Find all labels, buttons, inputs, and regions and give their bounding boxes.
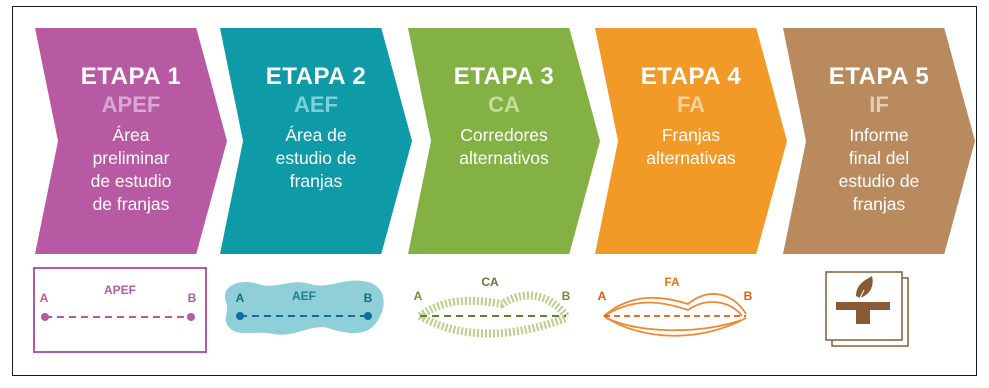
point-b-label: B bbox=[562, 289, 571, 303]
point-a-label: A bbox=[40, 291, 49, 305]
stage-3-code: CA bbox=[488, 92, 520, 117]
apef-rectangle-icon: APEF A B bbox=[32, 266, 208, 356]
point-b-label: B bbox=[744, 289, 753, 303]
stage-3-title: ETAPA 3 bbox=[453, 63, 555, 90]
apef-label: APEF bbox=[104, 283, 136, 297]
ca-label: CA bbox=[481, 275, 499, 289]
aef-label: AEF bbox=[292, 289, 316, 303]
aef-area-icon: AEF A B bbox=[218, 268, 390, 348]
point-b-label: B bbox=[364, 291, 373, 305]
stage-2-title: ETAPA 2 bbox=[265, 63, 367, 90]
point-a-label: A bbox=[598, 289, 607, 303]
stage-4-title: ETAPA 4 bbox=[640, 63, 742, 90]
stage-2-code: AEF bbox=[294, 92, 338, 117]
point-a-label: A bbox=[414, 289, 423, 303]
fa-label: FA bbox=[664, 275, 680, 289]
fa-strips-icon: FA A B bbox=[592, 268, 768, 348]
point-a-label: A bbox=[236, 291, 245, 305]
stage-4-code: FA bbox=[676, 92, 706, 117]
report-document-icon bbox=[820, 268, 916, 354]
ca-corridors-icon: CA A B bbox=[408, 268, 584, 348]
stage-5-title: ETAPA 5 bbox=[828, 63, 930, 90]
stage-1-title: ETAPA 1 bbox=[80, 63, 182, 90]
stage-5-code: IF bbox=[869, 92, 889, 117]
stage-1-code: APEF bbox=[101, 92, 161, 117]
point-b-label: B bbox=[188, 291, 197, 305]
